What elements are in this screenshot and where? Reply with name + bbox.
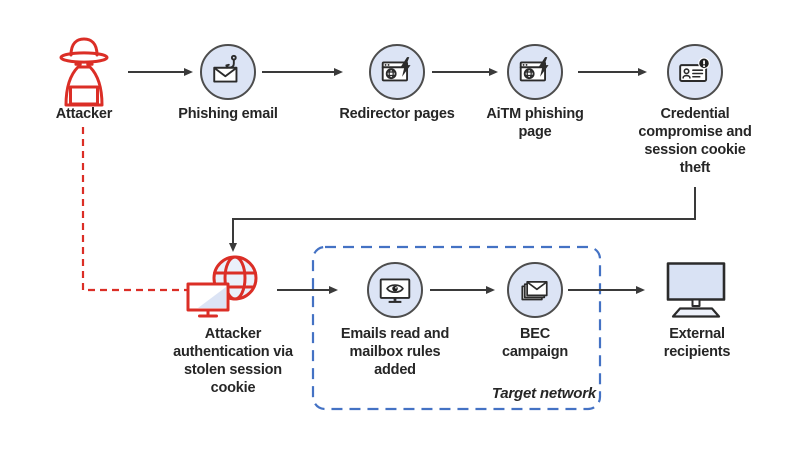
desktop-icon: [666, 262, 726, 318]
credential-to-auth-connector: [229, 187, 696, 252]
aitm-phishing-page-label: AiTM phishing page: [486, 106, 584, 140]
emails-read-label: Emails read and mailbox rules added: [340, 326, 450, 378]
attacker-label: Attacker: [55, 106, 113, 122]
mail-stack-icon: [521, 281, 548, 301]
spy-icon: [59, 37, 109, 107]
browser-bolt-icon: [381, 57, 411, 82]
aitm-phishing-page-node: [507, 44, 563, 100]
bec-campaign-label: BEC campaign: [501, 326, 569, 360]
phishing-email-node: [200, 44, 256, 100]
redirector-pages-node: [369, 44, 425, 100]
target-network-box: [311, 245, 602, 411]
phishing-email-label: Phishing email: [178, 106, 278, 122]
attacker-to-auth-dashed-connector: [81, 127, 202, 292]
bec-campaign-node: [507, 262, 563, 318]
browser-bolt-icon: [519, 57, 549, 82]
monitor-eye-icon: [379, 278, 411, 303]
redirector-pages-label: Redirector pages: [339, 106, 455, 122]
attacker-auth-label: Attacker authentication via stolen sessi…: [173, 326, 293, 396]
globe-monitor-icon: [186, 255, 258, 318]
emails-read-node: [367, 262, 423, 318]
credential-theft-node: [667, 44, 723, 100]
credential-theft-label: Credential compromise and session cookie…: [638, 106, 752, 176]
external-recipients-label: External recipients: [663, 326, 731, 360]
id-card-alert-icon: [679, 57, 710, 82]
target-network-label: Target network: [491, 385, 596, 402]
mail-hook-icon: [213, 54, 238, 83]
